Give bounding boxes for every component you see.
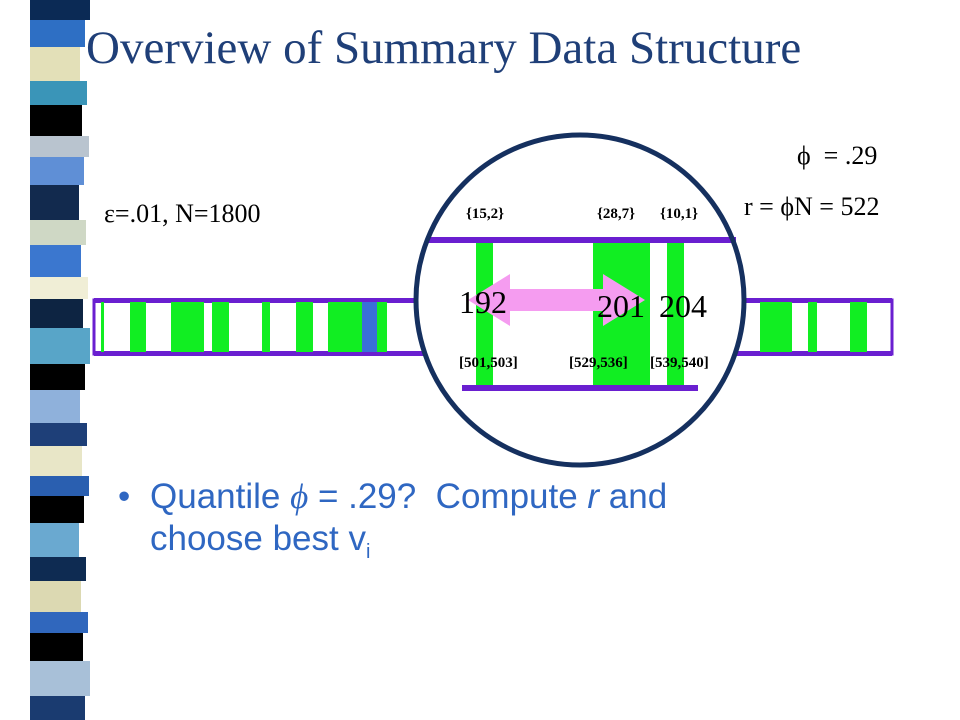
zoom-bar-top-border xyxy=(428,237,736,243)
range-label: [501,503] xyxy=(459,355,518,371)
summary-cell xyxy=(808,302,817,352)
stripe-block xyxy=(30,446,82,476)
stripe-block xyxy=(30,523,79,557)
stripe-block xyxy=(30,245,81,277)
bullet-text-part: = .29? Compute xyxy=(308,477,588,516)
stripe-block xyxy=(30,20,85,47)
tuple-label: {10,1} xyxy=(660,206,699,222)
summary-cell xyxy=(296,302,313,352)
stripe-block xyxy=(30,105,82,136)
epsilon-n-label: ε=.01, N=1800 xyxy=(104,199,261,228)
phi-symbol: ϕ xyxy=(290,477,309,516)
slide-title: Overview of Summary Data Structure xyxy=(86,22,802,74)
subscript-i: i xyxy=(365,541,371,563)
stripe-block xyxy=(30,220,86,245)
stripe-block xyxy=(30,299,83,328)
tuple-label: {15,2} xyxy=(466,206,505,222)
stripe-block xyxy=(30,157,84,185)
stripe-block xyxy=(30,423,87,446)
range-label: [529,536] xyxy=(569,355,628,371)
bullet-dot: • xyxy=(118,477,131,516)
stripe-block xyxy=(30,581,81,612)
bullet-text: Quantile ϕ = .29? Compute r and choose b… xyxy=(150,476,830,573)
tuple-label: {28,7} xyxy=(597,206,636,222)
summary-cell xyxy=(171,302,204,352)
stripe-block xyxy=(30,0,90,20)
zoom-cell xyxy=(667,243,684,385)
stripe-block xyxy=(30,328,90,364)
summary-cell xyxy=(101,302,104,352)
value-label: 192 xyxy=(459,284,507,320)
stripe-block xyxy=(30,557,86,581)
r-equation-label: r = ϕN = 522 xyxy=(744,192,880,221)
stripe-block xyxy=(30,136,89,157)
stripe-block xyxy=(30,185,79,220)
stripe-block xyxy=(30,612,88,633)
value-label: 204 xyxy=(659,288,707,324)
summary-cell xyxy=(328,302,362,352)
zoom-cell xyxy=(476,243,493,385)
stripe-block xyxy=(30,81,87,105)
stripe-block xyxy=(30,661,90,696)
summary-cell xyxy=(262,302,270,352)
stripe-block xyxy=(30,633,83,661)
stripe-block xyxy=(30,696,85,720)
summary-cell xyxy=(760,302,792,352)
summary-cell xyxy=(850,302,867,352)
value-label: 201 xyxy=(597,288,645,324)
stripe-block xyxy=(30,496,84,523)
phi-value-label: ϕ = .29 xyxy=(797,141,878,170)
summary-cell xyxy=(130,302,146,352)
decorative-side-stripe xyxy=(30,0,90,720)
zoom-lens xyxy=(413,132,747,468)
stripe-block xyxy=(30,476,89,496)
zoom-circle-outline xyxy=(413,132,747,468)
bullet-text-part: choose best v xyxy=(150,519,366,558)
stripe-block xyxy=(30,364,85,390)
stripe-block xyxy=(30,47,80,81)
bullet-text-part: and xyxy=(599,477,668,516)
zoom-bar-bottom-border xyxy=(462,385,698,391)
summary-cell xyxy=(212,302,229,352)
stripe-block xyxy=(30,390,80,423)
stripe-block xyxy=(30,277,88,299)
summary-cell xyxy=(377,302,387,352)
summary-cell-highlight xyxy=(362,302,377,352)
r-variable: r xyxy=(587,477,600,516)
range-label: [539,540] xyxy=(650,355,709,371)
bullet-text-part: Quantile xyxy=(150,477,291,516)
double-arrow xyxy=(468,274,645,326)
